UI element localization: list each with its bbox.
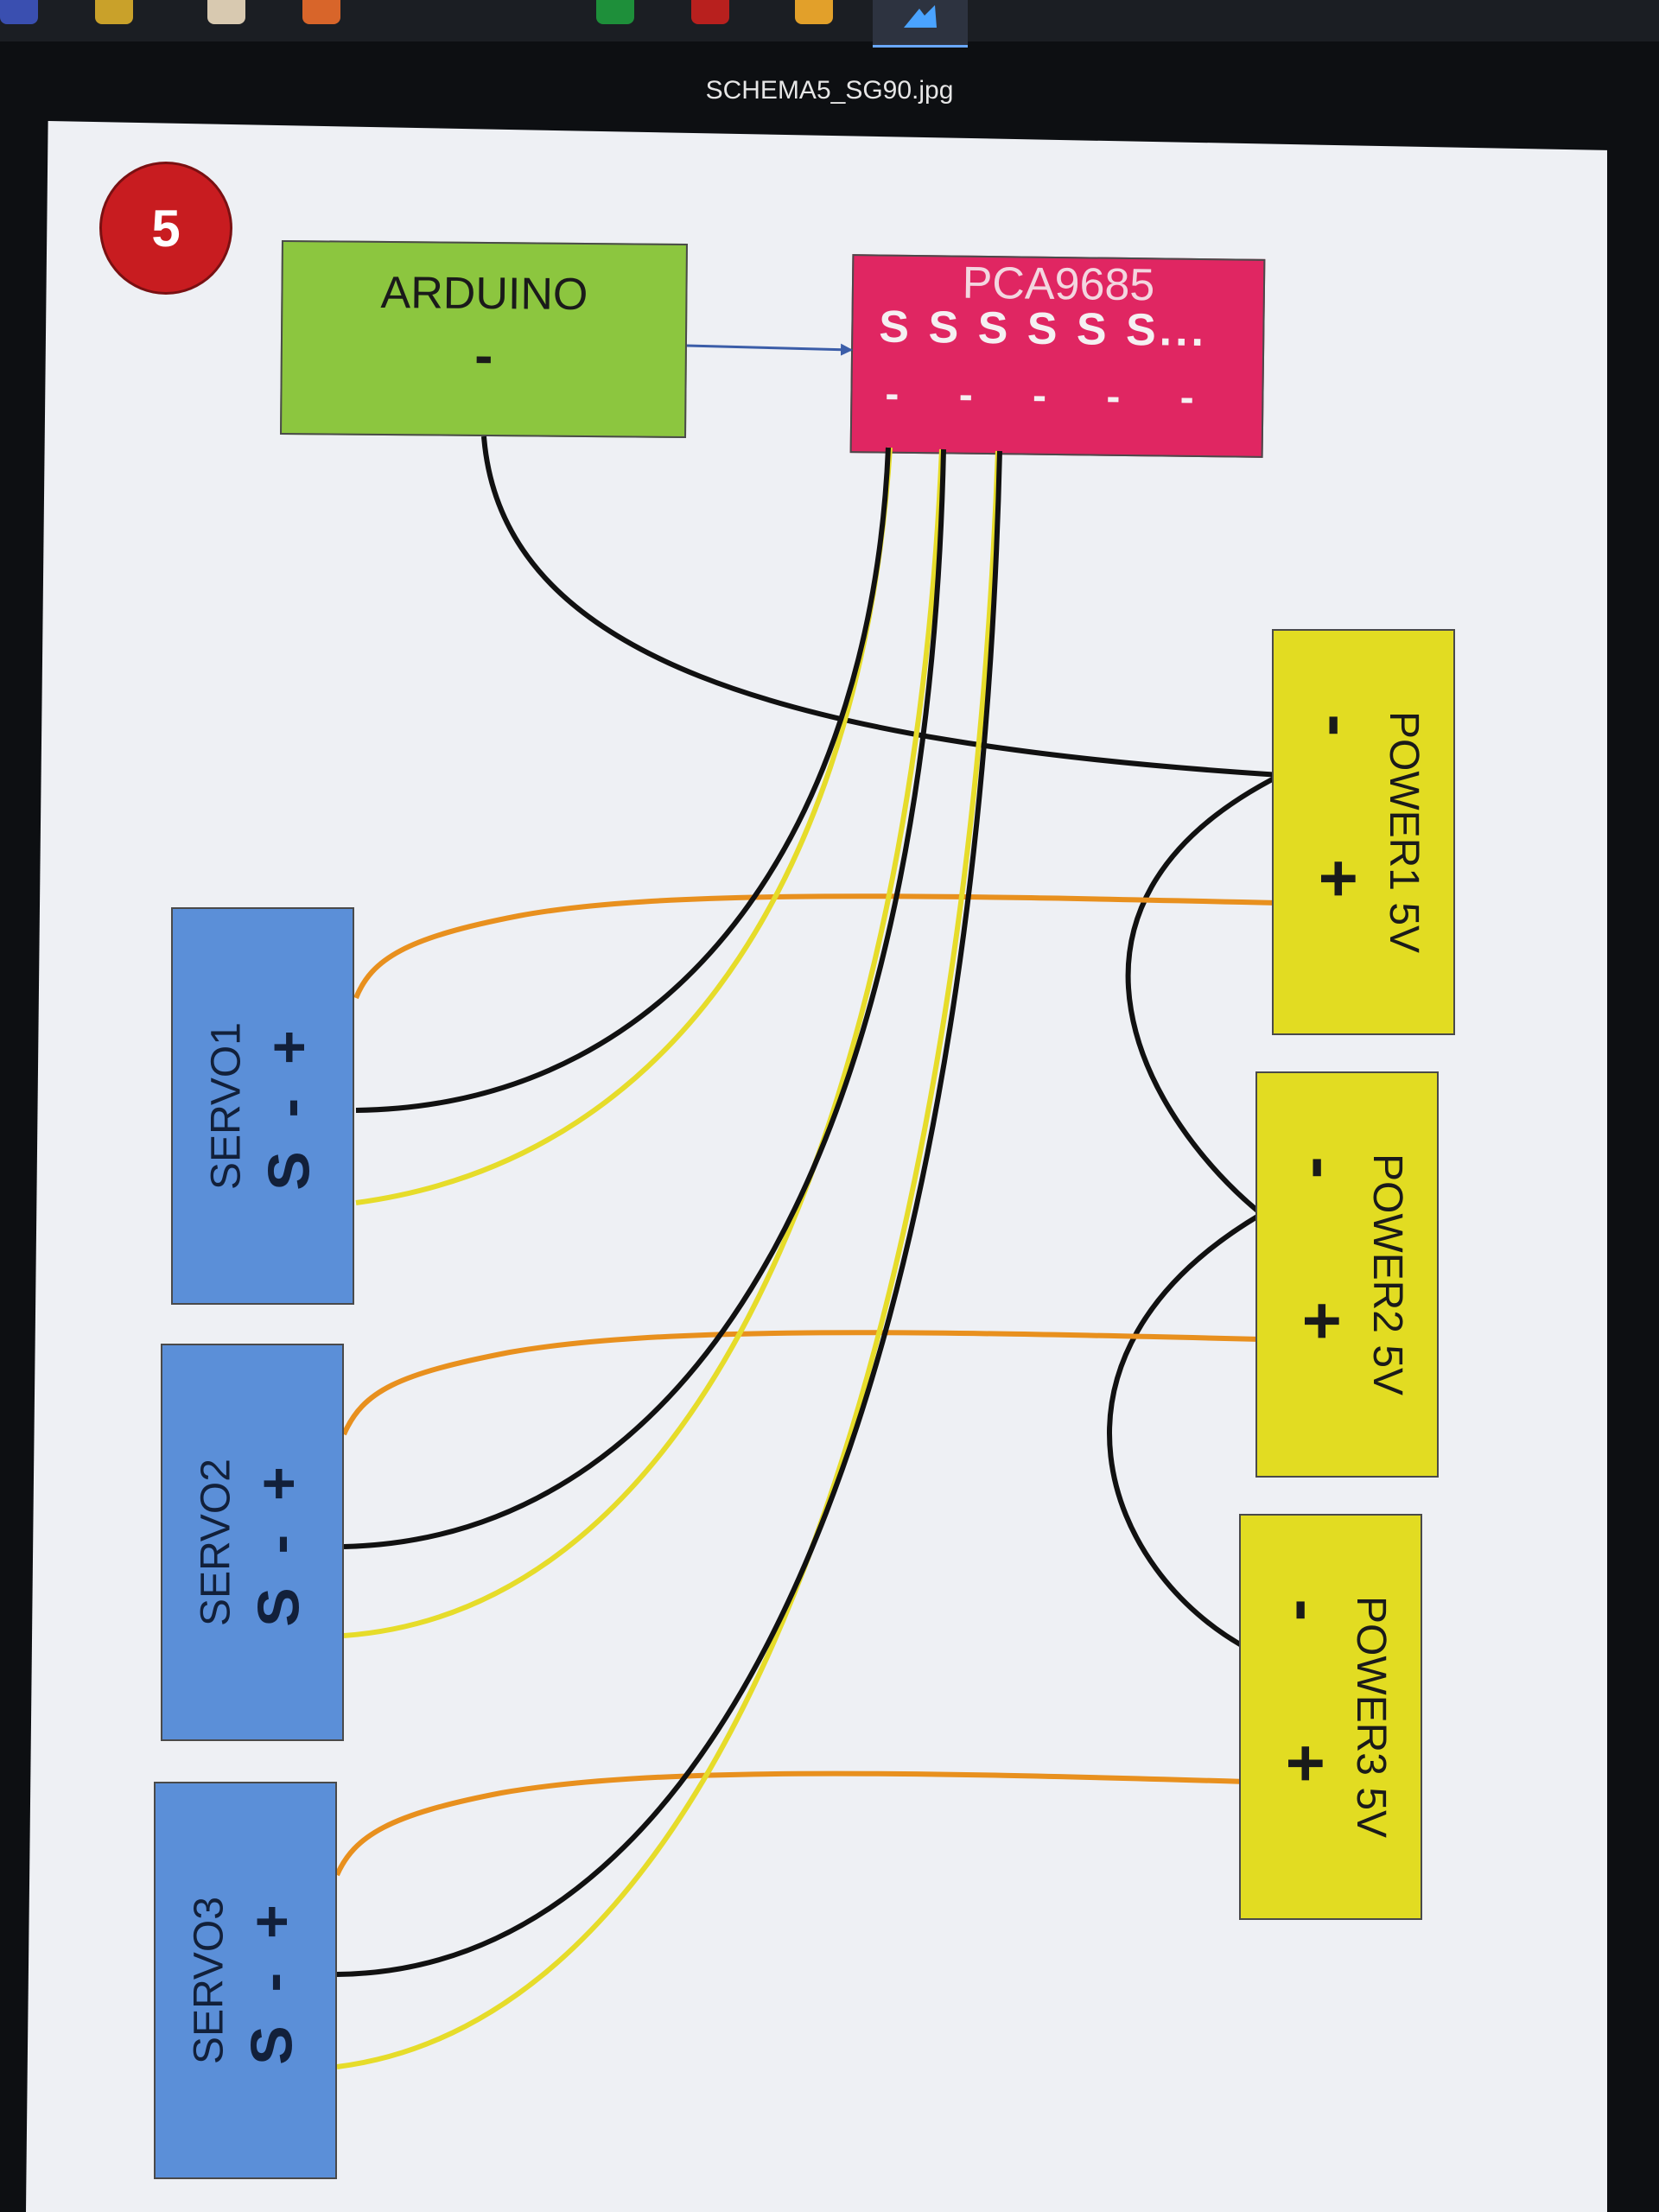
wire-signal-servo1 bbox=[355, 447, 893, 1205]
taskbar bbox=[0, 0, 1659, 48]
wire-ground-servo1 bbox=[355, 447, 891, 1113]
power3-block: POWER3 5V - + bbox=[1239, 1514, 1422, 1920]
servo3-pins: S - + bbox=[238, 1896, 305, 2065]
power2-block: POWER2 5V - + bbox=[1255, 1071, 1439, 1478]
power3-labels: POWER3 5V - + bbox=[1267, 1596, 1395, 1838]
wire-power-ground-chain-2 bbox=[1107, 1211, 1263, 1651]
servo3-name: SERVO3 bbox=[186, 1897, 232, 2064]
wire-power-ground-chain-1 bbox=[1125, 772, 1282, 1217]
wire-arduino-ground bbox=[481, 435, 1281, 778]
arduino-to-pca-arrow bbox=[686, 343, 853, 356]
acrobat-icon[interactable] bbox=[691, 0, 729, 24]
wire-ground-servo2 bbox=[343, 448, 946, 1549]
power1-pins: - + bbox=[1301, 714, 1377, 950]
firefox-icon[interactable] bbox=[302, 0, 340, 24]
wire-ground-servo3 bbox=[336, 450, 1002, 1977]
servo2-pins: S - + bbox=[245, 1458, 312, 1627]
wire-power2-plus bbox=[341, 1330, 1262, 1436]
app-icon-2[interactable] bbox=[95, 0, 133, 24]
servo1-pins: S - + bbox=[256, 1021, 322, 1191]
power1-labels: POWER1 5V - + bbox=[1300, 711, 1427, 953]
servo1-block: SERVO1 S - + bbox=[171, 907, 354, 1305]
servo2-name: SERVO2 bbox=[193, 1459, 239, 1626]
wire-power1-plus bbox=[353, 893, 1280, 1000]
power3-name: POWER3 5V bbox=[1348, 1595, 1394, 1839]
servo2-block: SERVO2 S - + bbox=[161, 1344, 344, 1741]
mail-icon[interactable] bbox=[207, 0, 245, 24]
servo1-labels: SERVO1 S - + bbox=[203, 1021, 323, 1191]
step-badge: 5 bbox=[102, 164, 230, 292]
power2-name: POWER2 5V bbox=[1364, 1153, 1410, 1396]
power1-block: POWER1 5V - + bbox=[1272, 629, 1455, 1035]
image-filename: SCHEMA5_SG90.jpg bbox=[705, 76, 954, 105]
servo3-block: SERVO3 S - + bbox=[154, 1782, 337, 2179]
servo1-name: SERVO1 bbox=[203, 1022, 250, 1190]
servo2-labels: SERVO2 S - + bbox=[193, 1458, 313, 1627]
servo3-labels: SERVO3 S - + bbox=[186, 1896, 306, 2065]
wire-signal-servo3 bbox=[336, 450, 1001, 2069]
power2-pins: - + bbox=[1285, 1156, 1361, 1393]
photos-icon bbox=[904, 5, 937, 28]
wire-power3-plus bbox=[334, 1770, 1247, 1877]
folder-icon[interactable] bbox=[795, 0, 833, 24]
power2-labels: POWER2 5V - + bbox=[1283, 1154, 1411, 1395]
app-icon-1[interactable] bbox=[0, 0, 38, 24]
wire-signal-servo2 bbox=[343, 448, 944, 1638]
power3-pins: - + bbox=[1268, 1599, 1344, 1835]
power1-name: POWER1 5V bbox=[1381, 710, 1427, 954]
app-icon-5[interactable] bbox=[596, 0, 634, 24]
